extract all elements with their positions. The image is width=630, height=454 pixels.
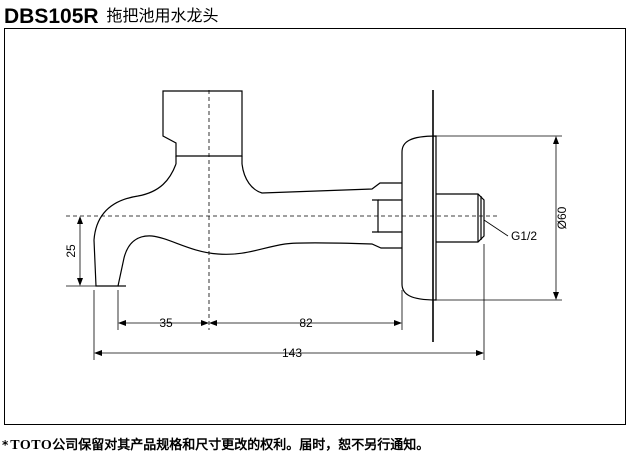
- label-center-to-wall: 82: [299, 316, 313, 330]
- footnote-mark: *: [2, 438, 9, 452]
- body-top: [241, 163, 402, 194]
- fitting-step: [372, 199, 379, 233]
- centerlines: [66, 90, 500, 330]
- label-thread: G1/2: [511, 229, 537, 243]
- label-overall: 143: [282, 346, 302, 360]
- disclaimer-text: 公司保留对其产品规格和尺寸更改的权利。届时，恕不另行通知。: [52, 438, 430, 453]
- thread-connector: [436, 193, 485, 243]
- height-dimension: [66, 220, 96, 287]
- faucet-body: [93, 90, 485, 301]
- product-name: 拖把池用水龙头: [106, 6, 219, 25]
- overall-dimension: [93, 244, 485, 360]
- handle-block: [162, 90, 243, 157]
- thread-leader: [483, 219, 509, 237]
- label-diameter: Ø60: [555, 206, 569, 229]
- model-number: DBS105R: [4, 5, 99, 28]
- disclaimer: *TOTO公司保留对其产品规格和尺寸更改的权利。届时，恕不另行通知。: [2, 434, 429, 454]
- spout-outline: [93, 163, 402, 287]
- brand-name: TOTO: [10, 438, 53, 453]
- label-height: 25: [64, 244, 78, 258]
- label-spout-offset: 35: [159, 316, 173, 330]
- page-title: DBS105R 拖把池用水龙头: [4, 2, 219, 28]
- diameter-dimension: [436, 135, 562, 301]
- height-arrows: [77, 216, 83, 286]
- drawing-frame: [4, 28, 626, 425]
- horizontal-dimensions: [117, 290, 403, 330]
- wall-flange: [401, 135, 437, 301]
